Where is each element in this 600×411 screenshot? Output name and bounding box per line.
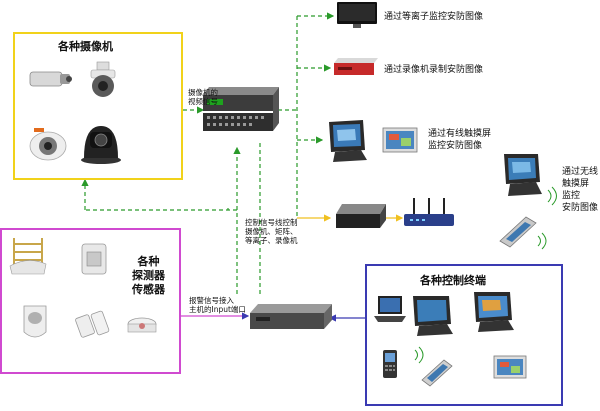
- wireless-touch-output-label: 通过无线 触摸屏 监控 安防图像: [562, 167, 599, 213]
- embedded-panel-icon: [493, 355, 527, 379]
- embedded-touchscreen-icon: [382, 127, 418, 153]
- desktop-touchscreen-icon: [413, 296, 453, 336]
- network-encoder-icon: [336, 204, 386, 228]
- terminal-group-box: [365, 264, 563, 406]
- motion-detector-icon: [81, 243, 107, 275]
- wireless-arc-4: [541, 232, 547, 250]
- camera-group-title: 各种摄像机: [58, 40, 113, 53]
- speed-dome-icon: [90, 61, 116, 97]
- box-camera-icon: [29, 71, 72, 87]
- wireless-remote-icon: [499, 216, 537, 248]
- door-magnet-icon: [75, 310, 110, 338]
- plasma-tv-icon: [337, 2, 377, 28]
- detector-group-box: [0, 228, 181, 374]
- wireless-arc-6: [418, 346, 424, 364]
- wireless-arc-2: [551, 186, 557, 206]
- alarm-signal-label: 报警信号接入 主机的Input端口: [189, 296, 246, 314]
- mobile-phone-icon: [383, 350, 397, 378]
- wireless-router-icon: [404, 198, 454, 226]
- terminal-group-title: 各种控制终端: [420, 274, 486, 287]
- video-matrix-icon: [203, 87, 279, 131]
- wall-touchscreen-icon: [474, 292, 514, 332]
- control-signal-label: 控制信号线控制 摄像机、矩阵、 等离子、录像机: [245, 218, 298, 245]
- recorder-output-label: 通过录像机录制安防图像: [384, 65, 484, 75]
- wireless-touchscreen-icon: [504, 154, 542, 196]
- wired-touchscreen-icon: [329, 120, 367, 162]
- handheld-touchscreen-icon: [421, 359, 453, 387]
- plasma-output-label: 通过等离子监控安防图像: [384, 12, 484, 22]
- laptop-icon: [374, 296, 406, 322]
- camera-group-box: [13, 32, 183, 180]
- wired-touch-output-label: 通过有线触摸屏 监控安防图像: [428, 129, 492, 151]
- pir-detector-icon: [23, 305, 47, 338]
- dome-camera-icon: [29, 128, 67, 161]
- infrared-beam-detector-icon: [9, 238, 47, 275]
- alarm-host-icon: [250, 304, 332, 329]
- camera-signal-label: 摄像机的 视频信号: [188, 88, 218, 106]
- video-recorder-icon: [334, 58, 378, 75]
- ptz-camera-icon: [81, 126, 121, 164]
- smoke-detector-icon: [127, 317, 157, 333]
- wireless-arc-5: [414, 349, 418, 361]
- wireless-arc-3: [537, 235, 541, 247]
- detector-group-title: 各种 探测器 传感器: [132, 255, 165, 296]
- wireless-arc-1: [547, 189, 552, 203]
